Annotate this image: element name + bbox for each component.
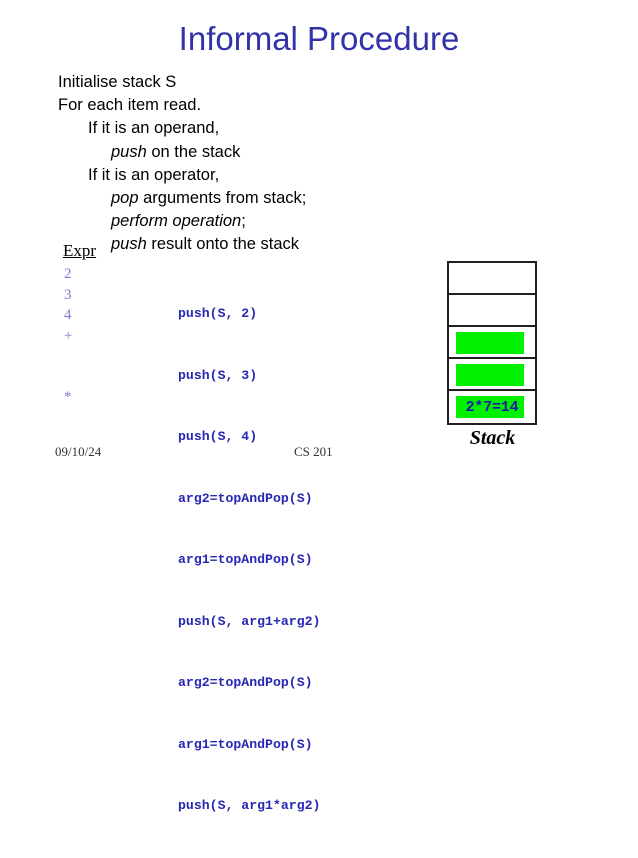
code-line: push(S, arg1*arg2)	[178, 798, 321, 813]
code-line: push(S, 3)	[178, 367, 258, 383]
expr-column: 2 3 4 + *	[64, 264, 174, 449]
procedure-line: Initialise stack S	[58, 71, 438, 94]
slide-canvas: Informal Procedure Initialise stack S Fo…	[55, 20, 537, 813]
footer-course: CS 201	[294, 444, 333, 459]
stack-cell	[449, 295, 535, 327]
code-line: arg1=topAndPop(S)	[178, 736, 313, 752]
page-title: Informal Procedure	[178, 20, 460, 57]
stack-caption: Stack	[469, 427, 516, 449]
procedure-line: push on the stack	[58, 141, 438, 164]
procedure-line: If it is an operator,	[58, 164, 438, 187]
code-line: arg2=topAndPop(S)	[178, 490, 313, 506]
stack-cell	[449, 263, 535, 295]
footer-date: 09/10/24	[55, 444, 102, 459]
code-column: push(S, 2) push(S, 3) push(S, 4) arg2=to…	[178, 263, 428, 858]
stack-cell-text: 2*7=14	[465, 398, 519, 416]
code-line: arg2=topAndPop(S)	[178, 675, 313, 690]
procedure-line-text: arguments from stack;	[138, 189, 307, 208]
expr-cell	[64, 408, 174, 429]
procedure-line-text: on the stack	[146, 142, 241, 161]
procedure-line-text: Initialise stack S	[58, 73, 177, 91]
expr-column-header: Expr	[63, 241, 97, 260]
procedure-line: For each item read.	[58, 94, 438, 117]
expr-cell	[64, 367, 174, 388]
stack-box: 2*7=14	[447, 261, 537, 425]
procedure-line: pop arguments from stack;	[58, 187, 438, 210]
stack-cell	[449, 327, 535, 359]
stack-cell-highlight	[456, 396, 524, 418]
stack-cell	[449, 359, 535, 391]
expr-cell: 2	[64, 266, 72, 282]
code-line: push(S, 4)	[178, 429, 258, 444]
procedure-line: If it is an operand,	[58, 117, 438, 140]
procedure-line-emphasis: push	[111, 142, 147, 161]
code-line: push(S, arg1+arg2)	[178, 613, 321, 629]
expr-cell: 3	[64, 286, 72, 303]
code-line: push(S, 2)	[178, 306, 258, 321]
procedure-pseudocode: Initialise stack S For each item read. I…	[58, 71, 438, 257]
procedure-line-emphasis: push	[111, 235, 147, 254]
stack-cell: 2*7=14	[449, 391, 535, 423]
procedure-line-emphasis: perform operation	[111, 212, 242, 231]
expr-cell: *	[64, 389, 72, 405]
procedure-line-text: For each item read.	[58, 96, 202, 115]
procedure-line-text: ;	[241, 212, 246, 231]
stack-cell-highlight	[456, 332, 524, 354]
procedure-line: perform operation;	[58, 210, 438, 233]
expr-cell: 4	[64, 307, 72, 323]
procedure-line-text: If it is an operator,	[88, 165, 220, 184]
stack-cell-highlight	[456, 364, 524, 386]
procedure-line-text: result onto the stack	[146, 235, 300, 254]
code-line: arg1=topAndPop(S)	[178, 552, 313, 567]
expr-cell	[64, 346, 174, 367]
procedure-line-emphasis: pop	[111, 189, 139, 208]
expr-cell: +	[64, 327, 73, 344]
stack-diagram: 2*7=14 Stack	[447, 261, 537, 449]
procedure-line-text: If it is an operand,	[88, 119, 220, 138]
procedure-line: push result onto the stack	[58, 233, 438, 256]
